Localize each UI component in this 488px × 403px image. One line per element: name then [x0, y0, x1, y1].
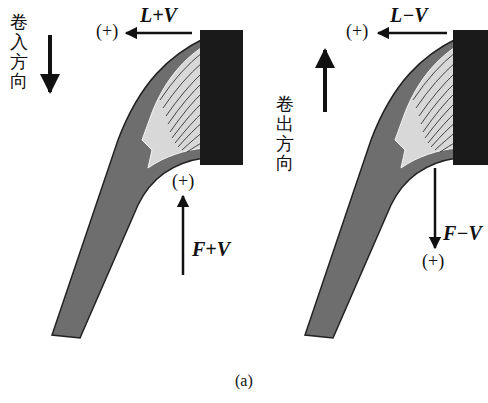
sign-marker: (+) [422, 252, 444, 272]
vector-label: L−V [390, 4, 428, 26]
force-arrow [182, 196, 185, 275]
direction-arrow [323, 50, 327, 112]
sign-marker: (+) [346, 22, 368, 42]
force-arrow [126, 32, 192, 35]
vector-label: F−V [443, 222, 482, 244]
force-arrow [434, 168, 437, 248]
direction-text: 卷入方向 [10, 12, 28, 91]
direction-arrow [48, 35, 52, 92]
figure-caption: (a) [235, 372, 253, 390]
direction-text: 卷出方向 [276, 94, 294, 173]
force-arrow [378, 32, 447, 35]
fin-right [305, 30, 488, 338]
fin-left [52, 30, 243, 338]
sign-marker: (+) [172, 172, 194, 192]
vector-label: L+V [140, 4, 177, 26]
vector-label: F+V [192, 238, 230, 260]
sign-marker: (+) [96, 22, 118, 42]
